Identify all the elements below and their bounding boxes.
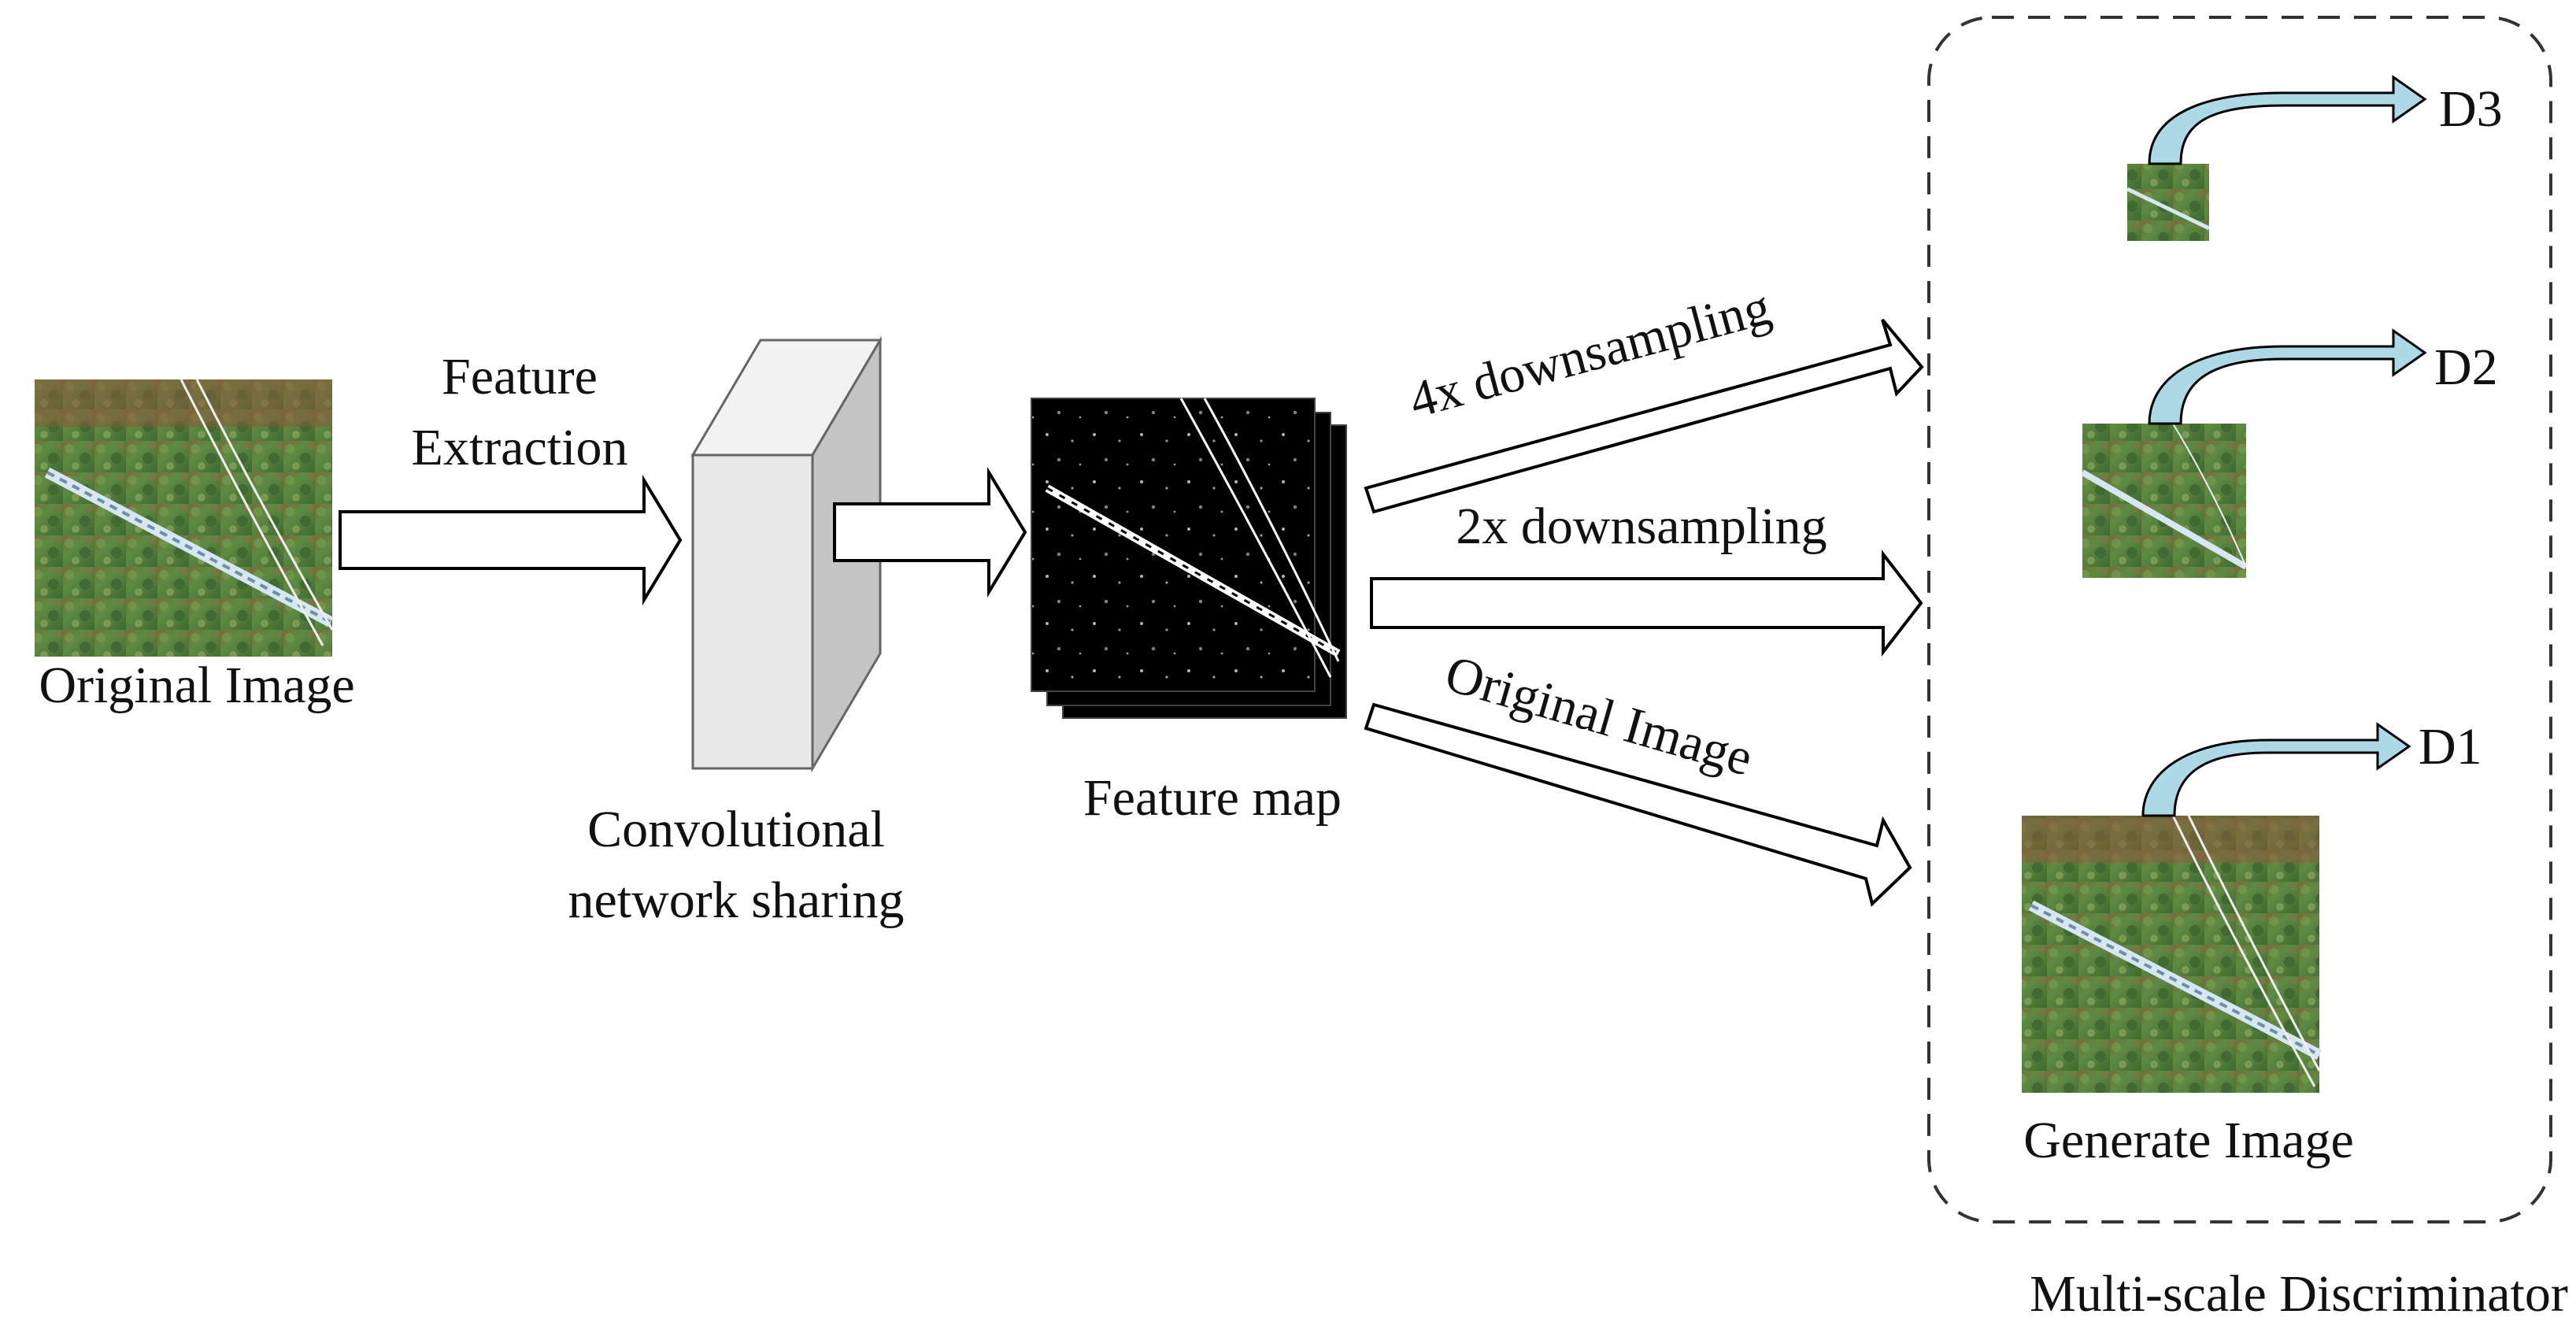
original-image-photo <box>35 379 334 657</box>
conv-block <box>690 335 883 773</box>
feature-map-label: Feature map <box>1083 769 1342 827</box>
conv-label-1: Convolutional <box>587 801 885 858</box>
d3-label: D3 <box>2439 80 2503 138</box>
original-image-label: Original Image <box>39 657 354 714</box>
arrow-4x-downsampling <box>1364 318 1924 514</box>
d3-image <box>2126 164 2211 241</box>
conv-label-2: network sharing <box>568 872 904 929</box>
d2-curved-arrow <box>2148 328 2427 425</box>
discriminator-group-label: Multi-scale Discriminator <box>2030 1265 2568 1323</box>
discriminator-dashed-box <box>1927 16 2552 1223</box>
arrow-2x-downsampling <box>1370 550 1923 657</box>
arrow-original-path <box>1364 702 1912 907</box>
d1-curved-arrow <box>2141 722 2411 817</box>
d1-label: D1 <box>2419 718 2482 775</box>
path-2x-label: 2x downsampling <box>1456 498 1827 555</box>
arrow-to-feature-map <box>833 466 1027 598</box>
d1-generated-image <box>2022 815 2322 1093</box>
feature-extraction-label-1: Feature <box>442 348 598 405</box>
d2-label: D2 <box>2434 339 2498 396</box>
feature-extraction-label-2: Extraction <box>412 419 628 476</box>
arrow-to-conv <box>339 474 683 606</box>
d2-image <box>2081 423 2248 578</box>
generate-image-label: Generate Image <box>2023 1112 2354 1169</box>
feature-map-stack <box>1031 398 1347 719</box>
d3-curved-arrow <box>2148 75 2427 165</box>
